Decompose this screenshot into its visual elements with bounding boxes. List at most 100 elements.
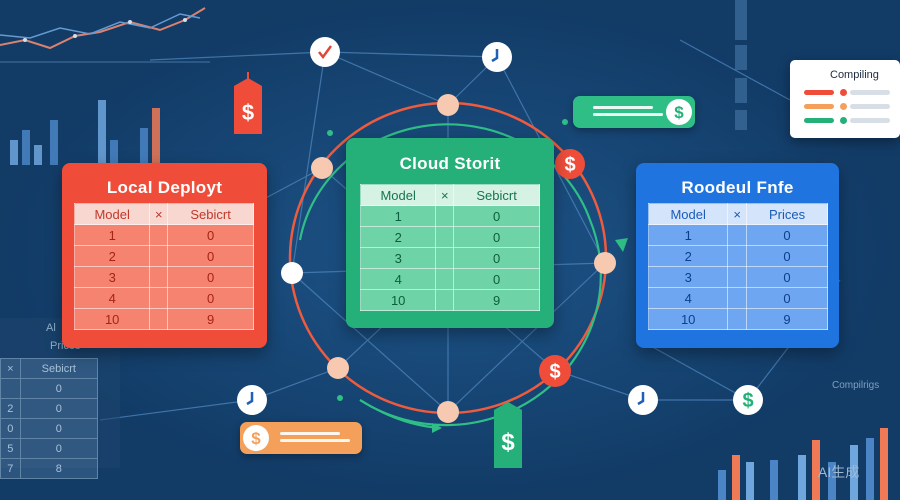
table-cell [727,308,748,330]
column-header: × [727,203,748,225]
dollar-tag-icon: $ [234,72,262,134]
decor-bars-left [10,100,160,165]
table-cell: 0 [746,266,828,288]
watermark: AI生成 [818,464,860,480]
table-row: ×Sebicrt [0,358,99,379]
table-cell: 8 [19,458,99,479]
node-peach [437,401,459,423]
clock-icon [237,385,267,415]
compiling-card: Compiling [790,60,900,138]
table-cell [727,224,748,246]
table-cell: 2 [647,245,729,267]
table-cell: 5 [0,438,21,459]
table-cell: 0 [746,245,828,267]
table-cell: 0 [19,438,99,459]
table-cell: 9 [453,289,540,311]
table-cell: 2 [0,398,21,419]
table-row: 0 [0,378,99,399]
table-cell: 2 [359,226,437,248]
table-cell: 0 [167,245,254,267]
panel-title: Cloud Storit [399,154,501,173]
column-header: Sebicrt [453,184,540,206]
node-peach [311,157,333,179]
table-cell: 10 [647,308,729,330]
table-cell: 3 [73,266,151,288]
dollar-coin-icon: $ [243,425,269,451]
table-header-row: Model × Sebicrt [73,203,254,225]
check-icon [310,37,340,67]
panel-title: Roodeul Fnfe [681,178,794,197]
column-header: Model [73,203,151,225]
table-header-row: Model × Prices [647,203,828,225]
table-cell: 3 [359,247,437,269]
table-cell: Sebicrt [19,358,99,379]
dollar-coin-icon: $ [733,385,763,415]
table-cell: 3 [647,266,729,288]
dollar-coin-icon: $ [666,99,692,125]
table-cell [727,266,748,288]
decor-line-chart [0,7,210,63]
table-cell: 0 [19,378,99,399]
node-peach [437,94,459,116]
column-header: Model [359,184,437,206]
table-cell [727,287,748,309]
node-peach [594,252,616,274]
table-header-row: Model × Sebicrt [359,184,540,206]
table-cell [149,245,169,267]
table-cell: 0 [453,268,540,290]
table-cell: 0 [0,418,21,439]
column-header: × [435,184,455,206]
column-header: Model [647,203,729,225]
table-cell [149,224,169,246]
table-cell: 4 [73,287,151,309]
ghost-table: Al Prices ×Sebicrt 0 20 00 50 78 [0,318,120,479]
table-cell [0,378,21,399]
table-cell: 0 [167,266,254,288]
svg-text:$: $ [742,390,753,412]
table-cell: 0 [167,287,254,309]
table-cell: 0 [453,247,540,269]
svg-text:$: $ [242,100,254,125]
table-cell: 1 [73,224,151,246]
table-cell: 10 [73,308,151,330]
table-cell: 0 [167,224,254,246]
column-header: Sebicrt [167,203,254,225]
message-pill-green: $ [573,96,695,128]
message-pill-orange: $ [240,422,362,454]
decor-bars-bottom-right [718,428,888,500]
svg-text:$: $ [674,103,684,122]
table-cell: 0 [746,287,828,309]
node-peach [327,357,349,379]
column-header: Prices [746,203,828,225]
ghost-title: Al [46,322,56,334]
table-cell [149,308,169,330]
svg-text:$: $ [549,361,560,383]
table-cell: 0 [19,398,99,419]
table-cell: 1 [359,205,437,227]
svg-text:$: $ [564,154,575,176]
clock-icon [482,42,512,72]
decor-bars-right [735,0,747,130]
table-cell: 0 [453,205,540,227]
